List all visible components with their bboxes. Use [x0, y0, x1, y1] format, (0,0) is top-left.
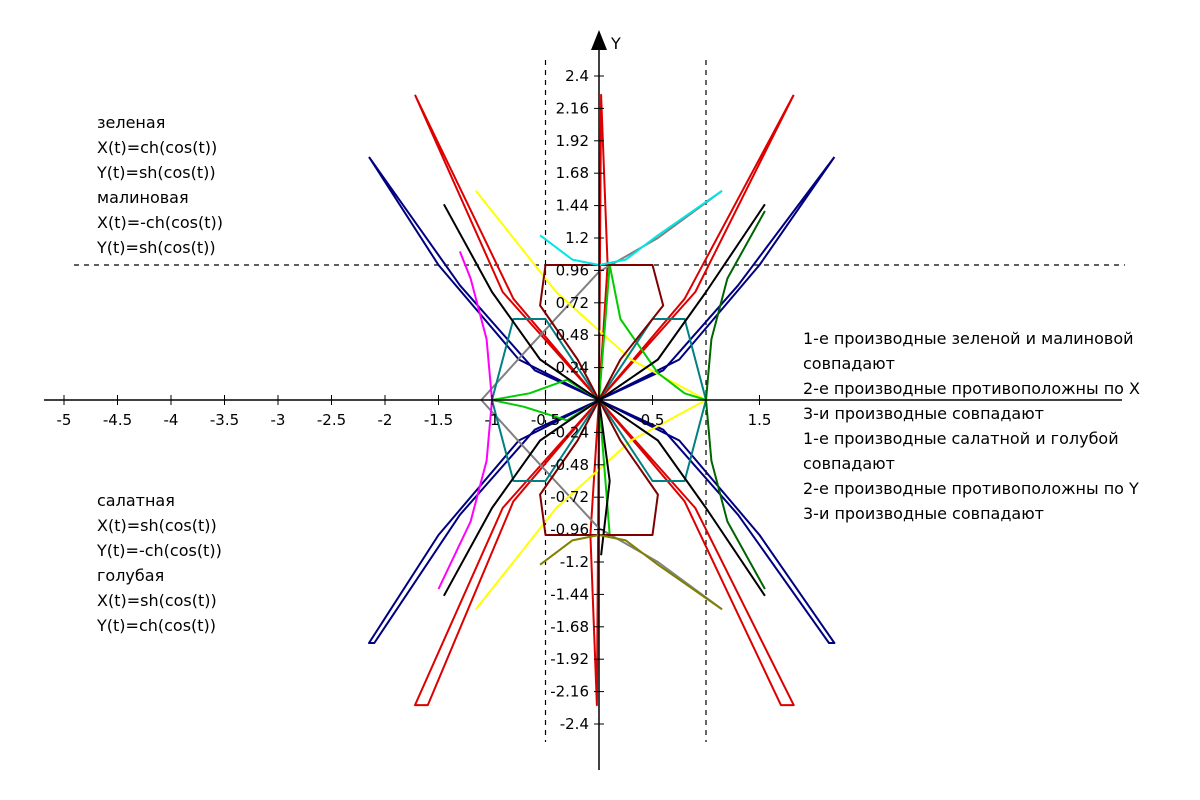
- x-tick-label-1: -4.5: [103, 411, 132, 429]
- note-line: 1-е производные салатной и голубой: [803, 429, 1119, 448]
- y-tick-label-2: 1.92: [556, 132, 589, 150]
- note-line: X(t)=sh(cos(t)): [97, 516, 217, 535]
- y-tick-label-1: 2.16: [556, 99, 589, 117]
- y-tick-label-18: -2.16: [550, 683, 589, 701]
- y-axis-arrow: [591, 30, 607, 50]
- y-tick-label-13: -0.96: [550, 521, 589, 539]
- x-tick-label-11: 1.5: [748, 411, 772, 429]
- note-line: 3-и производные совпадают: [803, 404, 1044, 423]
- curve-0: [414, 94, 795, 707]
- y-tick-label-12: -0.72: [550, 488, 589, 506]
- note-line: 1-е производные зеленой и малиновой: [803, 329, 1134, 348]
- note-line: совпадают: [803, 454, 895, 473]
- curve-16: [539, 534, 723, 611]
- note-line: X(t)=sh(cos(t)): [97, 591, 217, 610]
- note-line: зеленая: [97, 113, 166, 132]
- curve-15: [539, 189, 723, 266]
- y-axis-title: Y: [610, 34, 621, 53]
- x-tick-label-10: 0.5: [641, 411, 665, 429]
- y-tick-label-15: -1.44: [550, 585, 589, 603]
- y-tick-label-0: 2.4: [565, 67, 589, 85]
- x-tick-label-5: -2.5: [317, 411, 346, 429]
- curve-14: [598, 399, 611, 556]
- curve-18: [705, 399, 766, 590]
- curve-8: [598, 264, 707, 401]
- note-line: Y(t)=ch(cos(t)): [97, 616, 217, 635]
- x-tick-label-3: -3.5: [210, 411, 239, 429]
- y-tick-label-5: 1.2: [565, 229, 589, 247]
- y-tick-label-6: 0.96: [556, 261, 589, 279]
- note-line: 2-е производные противоположны по X: [803, 379, 1140, 398]
- annotation-derivatives: 1-е производные зеленой и малиновой совпа…: [803, 326, 1140, 526]
- y-tick-label-7: 0.72: [556, 294, 589, 312]
- y-tick-label-16: -1.68: [550, 618, 589, 636]
- note-line: салатная: [97, 491, 175, 510]
- y-tick-label-8: 0.48: [556, 326, 589, 344]
- curve-3: [368, 156, 836, 644]
- note-line: Y(t)=-ch(cos(t)): [97, 541, 222, 560]
- curve-11: [539, 264, 665, 536]
- x-tick-label-4: -3: [271, 411, 286, 429]
- note-line: Y(t)=sh(cos(t)): [97, 238, 216, 257]
- x-tick-label-2: -4: [164, 411, 179, 429]
- note-line: совпадают: [803, 354, 895, 373]
- x-tick-label-7: -1.5: [424, 411, 453, 429]
- curve-4: [368, 156, 836, 644]
- ticks: -5 -4.5 -4 -3.5 -3 -2.5 -2 -1.5 -1 -0.5 0.5 1.5 2.4 2…: [57, 67, 772, 733]
- note-line: малиновая: [97, 188, 189, 207]
- x-tick-label-8: -1: [485, 411, 500, 429]
- y-tick-label-10: -0.24: [550, 423, 589, 441]
- x-tick-label-6: -2: [378, 411, 393, 429]
- note-line: Y(t)=sh(cos(t)): [97, 163, 216, 182]
- note-line: 2-е производные противоположны по Y: [803, 479, 1139, 498]
- note-line: X(t)=ch(cos(t)): [97, 138, 218, 157]
- y-tick-label-19: -2.4: [560, 715, 589, 733]
- y-tick-label-4: 1.44: [556, 197, 589, 215]
- y-tick-label-17: -1.92: [550, 650, 589, 668]
- note-line: X(t)=-ch(cos(t)): [97, 213, 223, 232]
- axes: Y: [44, 30, 1122, 770]
- y-tick-label-3: 1.68: [556, 164, 589, 182]
- curve-19: [705, 210, 766, 401]
- y-tick-label-11: -0.48: [550, 456, 589, 474]
- x-tick-label-9: -0.5: [531, 411, 560, 429]
- x-tick-label-0: -5: [57, 411, 72, 429]
- y-tick-label-14: -1.2: [560, 553, 589, 571]
- y-tick-label-9: 0.24: [556, 359, 589, 377]
- note-line: 3-и производные совпадают: [803, 504, 1044, 523]
- note-line: голубая: [97, 566, 165, 585]
